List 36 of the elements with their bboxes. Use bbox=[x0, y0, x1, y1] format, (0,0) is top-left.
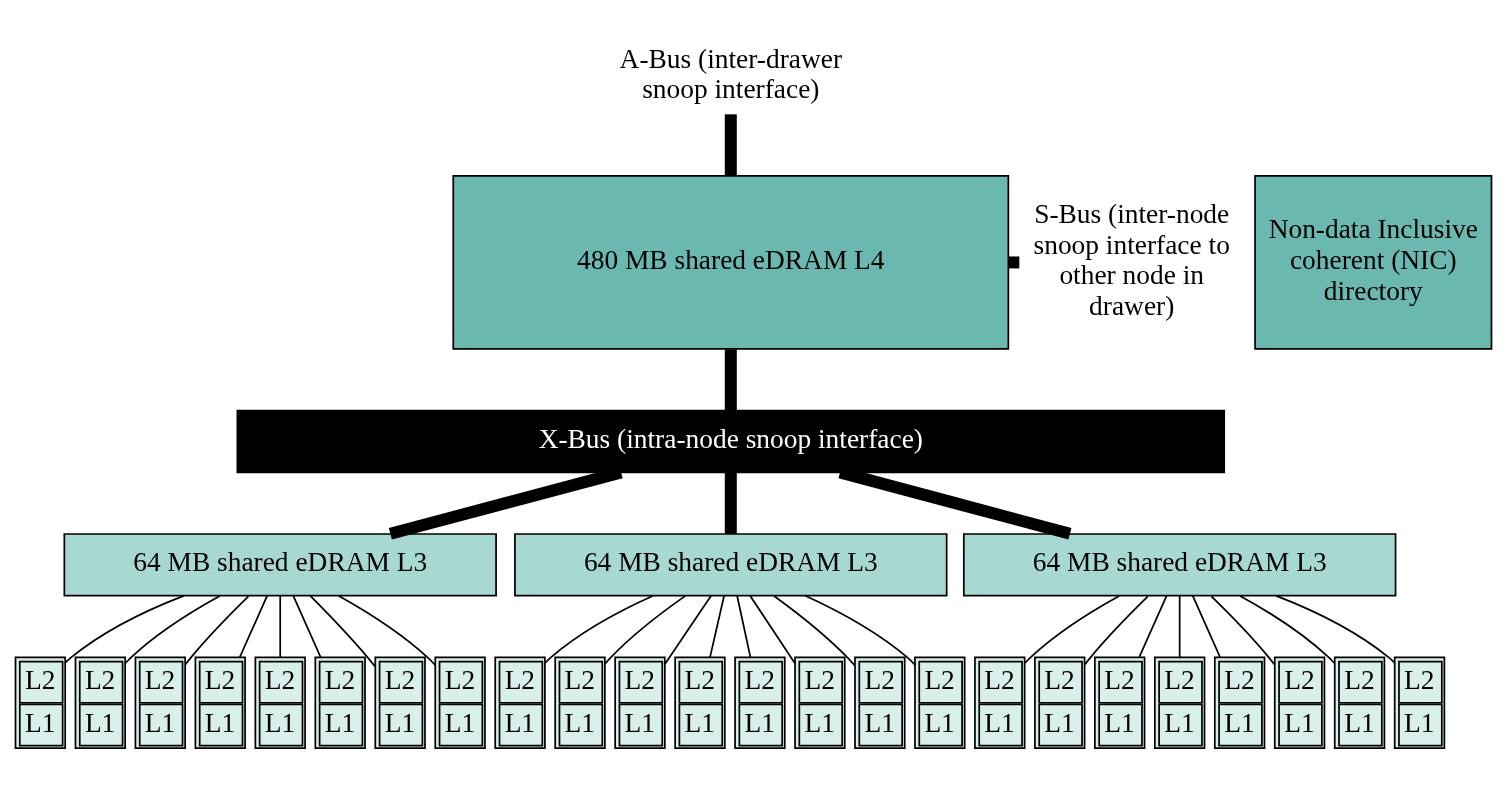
connector bbox=[309, 595, 376, 668]
connector bbox=[1239, 595, 1336, 664]
node-text: A-Bus (inter-drawer snoop interface) bbox=[619, 43, 843, 105]
node-box: 480 MB shared eDRAM L4 bbox=[452, 175, 1010, 350]
connector bbox=[724, 114, 737, 176]
connector bbox=[664, 594, 712, 666]
connector bbox=[804, 594, 916, 666]
connector bbox=[736, 594, 752, 658]
node-box: Non-data Inclusive coherent (NIC) directory bbox=[1254, 175, 1493, 350]
connector bbox=[292, 594, 322, 658]
connector bbox=[1210, 595, 1276, 666]
connector bbox=[749, 594, 796, 665]
node-box: 64 MB shared eDRAM L3 bbox=[514, 533, 948, 597]
connector bbox=[184, 595, 250, 666]
connector bbox=[1191, 594, 1221, 658]
node-text: S-Bus (inter-node snoop interface to other node in drawer) bbox=[1033, 198, 1230, 322]
connector bbox=[279, 594, 282, 658]
node-box: 64 MB shared eDRAM L3 bbox=[962, 533, 1397, 597]
connector bbox=[724, 349, 737, 411]
connector bbox=[544, 594, 654, 664]
connector bbox=[1008, 256, 1020, 269]
connector bbox=[338, 595, 437, 667]
connector bbox=[124, 595, 221, 664]
connector bbox=[773, 595, 856, 667]
connector bbox=[709, 594, 725, 658]
connector bbox=[604, 595, 687, 665]
connector bbox=[1138, 594, 1168, 658]
node-box: X-Bus (intra-node snoop interface) bbox=[236, 409, 1226, 474]
node-box: 64 MB shared eDRAM L3 bbox=[63, 533, 497, 597]
connector bbox=[1084, 595, 1149, 666]
connector bbox=[239, 594, 269, 658]
connector bbox=[1178, 594, 1181, 658]
connector bbox=[724, 472, 737, 534]
connector bbox=[64, 595, 185, 664]
connector bbox=[1024, 595, 1121, 664]
connector bbox=[1275, 595, 1396, 664]
